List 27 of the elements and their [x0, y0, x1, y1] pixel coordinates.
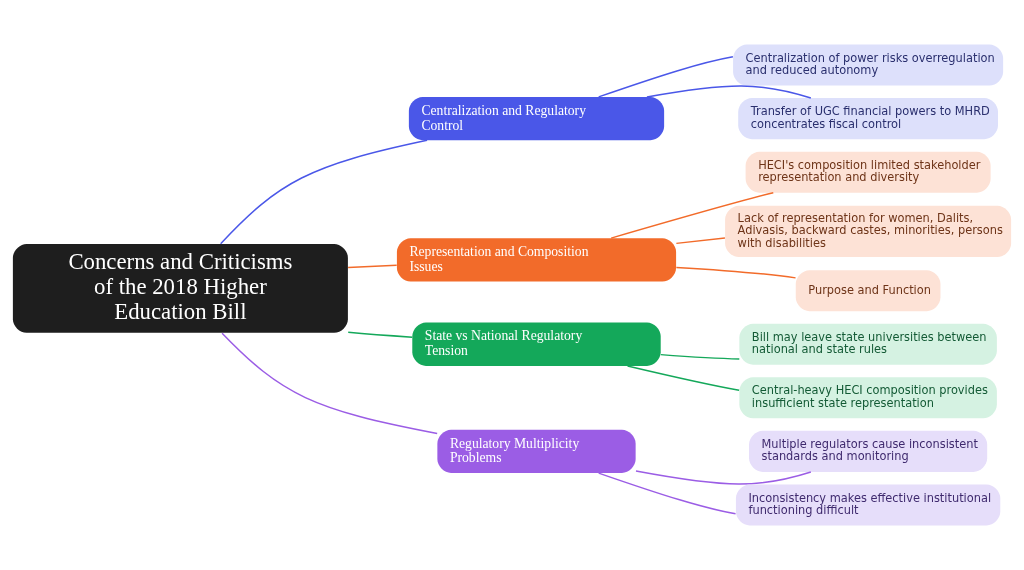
node-box: State vs National Regulatory Tension [412, 322, 661, 366]
node-box: Multiple regulators cause inconsistent standards and monitoring [749, 430, 988, 472]
connector [219, 139, 428, 245]
connector [610, 192, 775, 239]
node-box: Bill may leave state universities between national and state rules [739, 323, 997, 365]
connector [221, 332, 438, 435]
node-box: Central-heavy HECI composition provides insufficient state representation [739, 377, 997, 419]
node-box: Inconsistency makes effective institutional functioning difficult [735, 484, 1001, 526]
connector [635, 470, 812, 485]
connector [675, 266, 797, 279]
connector [660, 353, 741, 360]
node-box: HECI's composition limited stakeholder representation and diversity [745, 151, 991, 193]
node-box: Purpose and Function [795, 270, 941, 312]
node-box: Concerns and Criticisms of the 2018 Higher Education Bill [12, 244, 348, 333]
node-box: Centralization of power risks overregulation and reduced autonomy [733, 44, 1004, 86]
node-box: Centralization and Regulatory Control [408, 97, 665, 141]
node-box: Representation and Composition Issues [396, 238, 677, 282]
connector [675, 237, 726, 245]
connector [347, 331, 413, 338]
node-box: Lack of representation for women, Dalits, Adivasis, backward castes, minorities, persons with disabilities [725, 205, 1012, 258]
connector [626, 365, 740, 391]
connector [646, 85, 812, 99]
connector [347, 264, 398, 269]
node-box: Transfer of UGC financial powers to MHRD concentrates fiscal control [738, 98, 998, 140]
connector [597, 472, 737, 515]
connector [597, 56, 734, 98]
node-box: Regulatory Multiplicity Problems [437, 429, 636, 473]
